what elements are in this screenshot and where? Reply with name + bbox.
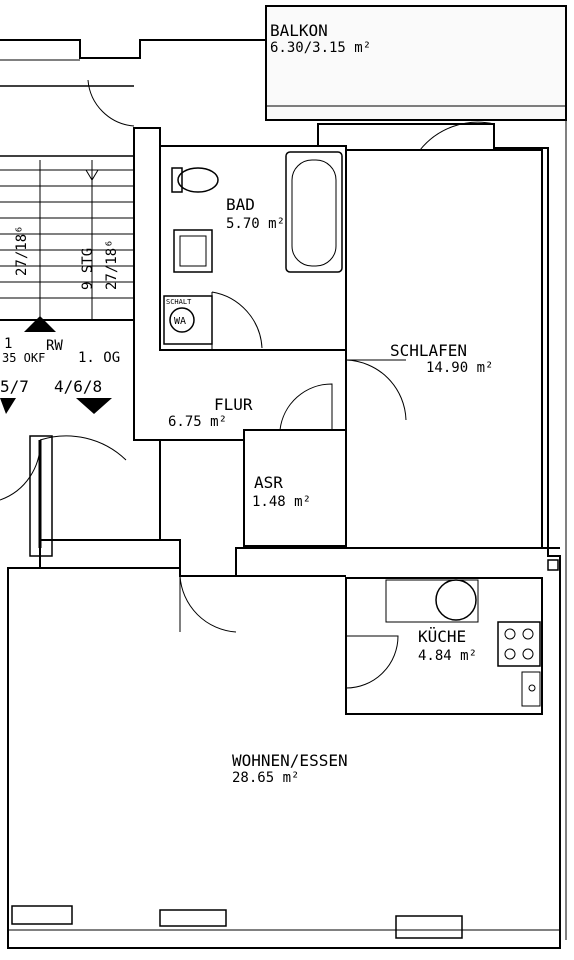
asr-walls <box>243 429 347 547</box>
wohnen-name: WOHNEN/ESSEN <box>232 751 348 770</box>
window-2 <box>159 909 227 927</box>
wohnen-area: 28.65 m² <box>232 770 299 786</box>
asr-name: ASR <box>254 473 283 492</box>
sink <box>173 229 213 273</box>
balkon-outline <box>265 5 567 121</box>
stair-arrow-down-left <box>0 398 16 414</box>
flur-area: 6.75 m² <box>168 414 227 430</box>
bathtub <box>285 151 343 273</box>
asr-area: 1.48 m² <box>252 494 311 510</box>
stair-step-size-left: 27/18⁶ <box>14 225 30 276</box>
washer-top-label: SCHALT <box>166 298 192 306</box>
kueche-walls <box>345 577 543 715</box>
kueche-name: KÜCHE <box>418 627 466 646</box>
kueche-area: 4.84 m² <box>418 648 477 664</box>
stair-unit-right: 4/6/8 <box>54 377 102 396</box>
bad-area: 5.70 m² <box>226 216 285 232</box>
outer-wall <box>7 123 561 949</box>
stove <box>497 621 541 667</box>
stair-arrow-up <box>24 316 56 332</box>
toilet <box>177 167 219 193</box>
washer-label: WA <box>174 316 186 327</box>
bad-name: BAD <box>226 195 255 214</box>
stair-unit-left: 5/7 <box>0 377 29 396</box>
stair-okf: 35 OKF <box>2 351 45 365</box>
schlafen-area: 14.90 m² <box>426 360 493 376</box>
window-1 <box>11 905 73 925</box>
stair-steps-label: 9 STG <box>80 248 96 290</box>
schlafen-name: SCHLAFEN <box>390 341 467 360</box>
stair-arrow-down-right <box>76 398 112 414</box>
stair-og: 1. OG <box>78 350 120 366</box>
balkon-name: BALKON <box>270 21 328 40</box>
window-3 <box>395 915 463 939</box>
flur-name: FLUR <box>214 395 253 414</box>
stair-rw: RW <box>46 338 63 354</box>
balkon-area: 6.30/3.15 m² <box>270 40 371 56</box>
stair-level-1: 1 <box>4 336 12 352</box>
stair-step-size: 27/18⁶ <box>104 239 120 290</box>
